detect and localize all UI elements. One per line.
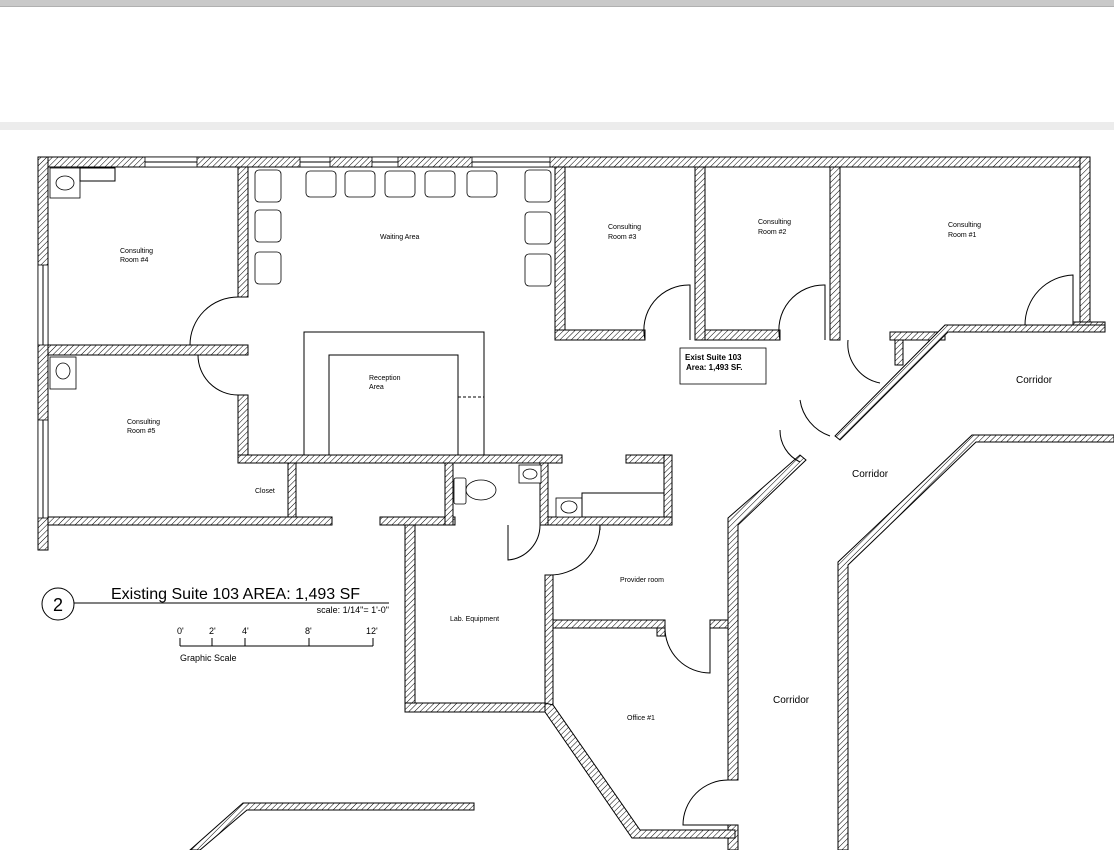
svg-text:12': 12' — [366, 626, 378, 636]
waiting-chairs — [254, 169, 552, 287]
room-label: Consulting — [608, 224, 641, 231]
corridor-label: Corridor — [773, 695, 810, 706]
room-label: Office #1 — [627, 715, 655, 722]
reception-desk — [303, 331, 485, 456]
room-label: Provider room — [620, 577, 664, 584]
viewer-toolbar-edge — [0, 0, 1114, 7]
doors — [189, 274, 1074, 826]
drawing-title: Existing Suite 103 AREA: 1,493 SF — [111, 586, 360, 603]
title-block: 2 Existing Suite 103 AREA: 1,493 SF scal… — [41, 586, 389, 663]
graphic-scale: 0' 2' 4' 8' 12' Graphic Scale — [177, 626, 378, 663]
room-label: Lab. Equipment — [450, 616, 499, 623]
room-label: Closet — [255, 488, 275, 495]
svg-text:8': 8' — [305, 626, 312, 636]
page-separator — [0, 122, 1114, 130]
graphic-scale-label: Graphic Scale — [180, 653, 237, 663]
walls — [37, 156, 1114, 850]
room-label: Reception — [369, 375, 401, 382]
room-label: Consulting — [948, 222, 981, 229]
drawing-scale: scale: 1/14"= 1'-0" — [317, 605, 389, 615]
corridor-label: Corridor — [1016, 375, 1053, 386]
furniture — [49, 167, 665, 518]
room-label: Consulting — [758, 219, 791, 226]
sinks — [49, 167, 665, 518]
windows — [144, 156, 551, 168]
svg-text:0': 0' — [177, 626, 184, 636]
room-label: Consulting — [120, 248, 153, 255]
svg-text:2': 2' — [209, 626, 216, 636]
room-label: Consulting — [127, 419, 160, 426]
corridor-label: Corridor — [852, 469, 889, 480]
room-label: Waiting Area — [380, 234, 420, 241]
toilet — [453, 477, 497, 505]
svg-text:4': 4' — [242, 626, 249, 636]
drawing-number: 2 — [53, 595, 63, 615]
